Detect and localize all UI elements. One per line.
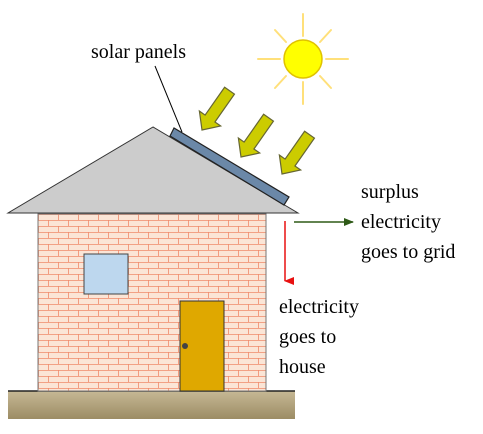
house-label-line: goes to <box>279 326 337 348</box>
surplus-label-line: goes to grid <box>361 241 456 263</box>
surplus-electricity-label: surplus electricity goes to grid <box>361 177 455 267</box>
house-wall <box>37 213 267 392</box>
surplus-label-line: surplus <box>361 181 419 203</box>
house-label-line: house <box>279 356 326 378</box>
sun-icon <box>257 13 349 105</box>
door-knob <box>182 343 188 349</box>
sunbeam-arrow-icon <box>198 86 236 131</box>
ground <box>8 391 295 419</box>
electricity-to-house-label: electricity goes to house <box>279 292 359 382</box>
sunbeam-arrow-icon <box>237 113 275 158</box>
house-label-line: electricity <box>279 296 359 318</box>
solar-panels-label: solar panels <box>91 41 186 63</box>
sunbeam-arrow-icon <box>278 130 316 175</box>
surplus-label-line: electricity <box>361 211 441 233</box>
door <box>179 300 225 392</box>
window <box>83 253 129 295</box>
solar-panels-leader <box>154 65 183 133</box>
solar-panel <box>169 127 290 206</box>
